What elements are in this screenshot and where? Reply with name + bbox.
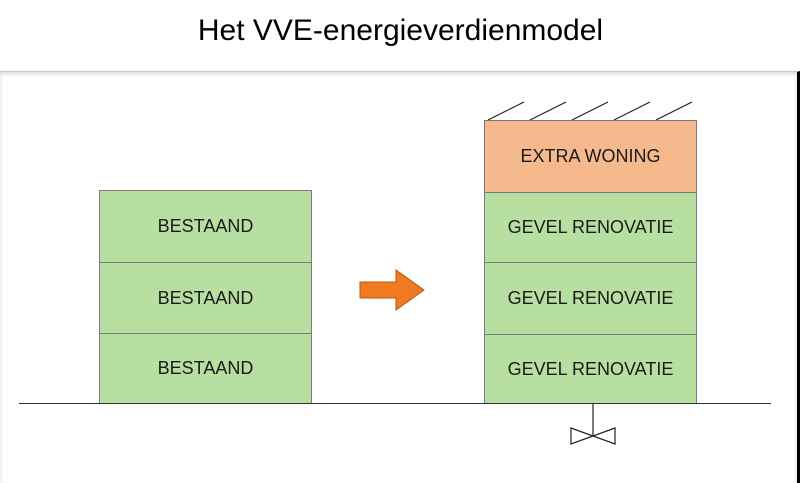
extra-unit-floor: EXTRA WONING [484, 120, 697, 193]
renovated-floor: GEVEL RENOVATIE [484, 192, 697, 263]
page-title: Het VVE-energieverdienmodel [197, 14, 604, 47]
roof-hatch-icon [487, 101, 693, 121]
floor-label: EXTRA WONING [520, 146, 661, 166]
existing-floor: BESTAAND [99, 262, 312, 334]
existing-floor: BESTAAND [99, 190, 312, 263]
renovated-floor: GEVEL RENOVATIE [484, 334, 697, 404]
existing-floor: BESTAAND [99, 333, 312, 404]
floor-label: GEVEL RENOVATIE [507, 217, 674, 237]
arrow-right-icon [359, 269, 425, 311]
floor-label: GEVEL RENOVATIE [507, 358, 674, 379]
valve-icon [570, 403, 616, 445]
floor-label: GEVEL RENOVATIE [507, 288, 674, 308]
floor-label: BESTAAND [157, 216, 254, 236]
floor-label: BESTAAND [157, 287, 254, 308]
ground-line [19, 403, 771, 404]
renovated-floor: GEVEL RENOVATIE [484, 262, 697, 335]
floor-label: BESTAAND [157, 358, 254, 378]
